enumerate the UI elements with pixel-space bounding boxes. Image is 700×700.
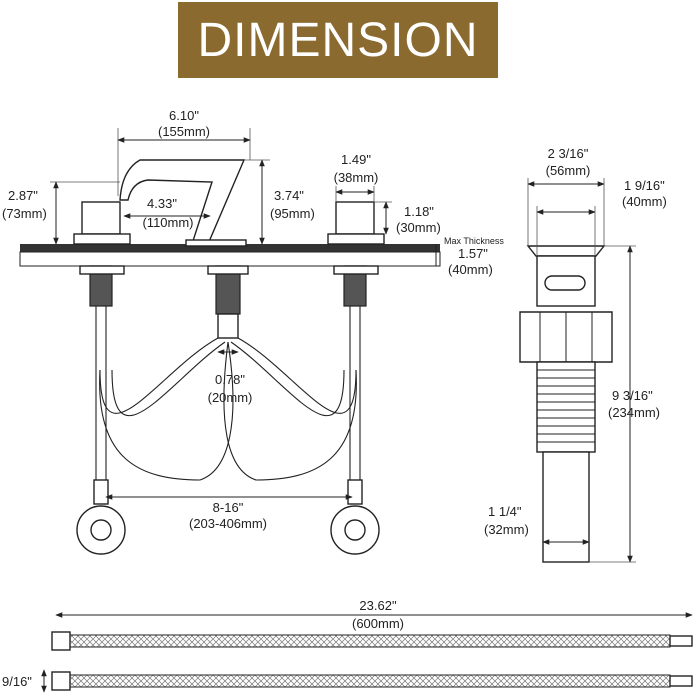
hose-1-nut	[51, 631, 71, 651]
handle-width-mm: (38mm)	[334, 170, 379, 185]
hose-2-end	[669, 675, 693, 687]
countertop-underside	[19, 251, 441, 267]
faucet-assembly: 6.10" (155mm) 2.87" (73mm) 4.33" (110mm)…	[2, 108, 504, 555]
hose-section: 23.62" (600mm) 9/16"	[2, 598, 693, 693]
spout	[119, 159, 246, 245]
drain-cap	[526, 245, 606, 257]
left-v-hose-inner	[111, 341, 226, 417]
right-handle	[335, 201, 375, 235]
title-banner: DIMENSION	[178, 2, 498, 78]
tee-fitting	[217, 313, 239, 339]
max-thickness-mm: (40mm)	[448, 262, 493, 277]
left-valve-hole	[90, 519, 112, 541]
hose-1-braid	[69, 634, 671, 648]
drain-length-mm: (234mm)	[608, 405, 660, 420]
threaded-section	[536, 361, 596, 453]
right-valve-stem	[347, 479, 363, 505]
right-handle-base	[327, 233, 385, 245]
hose-nut-in: 9/16"	[2, 674, 32, 689]
spout-width-in: 6.10"	[169, 108, 199, 123]
spout-reach-mm: (110mm)	[142, 215, 193, 230]
spout-base	[185, 239, 247, 247]
spout-total-height-mm: (95mm)	[270, 206, 315, 221]
hose-2-braid	[69, 674, 671, 688]
spread-mm: (203-406mm)	[189, 516, 267, 531]
body-width-in: 1 9/16"	[624, 178, 665, 193]
hose-1-end	[669, 635, 693, 647]
right-valve-hole	[344, 519, 366, 541]
left-handle-base	[73, 233, 131, 245]
handle-height-mm: (30mm)	[396, 220, 441, 235]
body-width-mm: (40mm)	[622, 194, 667, 209]
tail-width-mm: (32mm)	[484, 522, 529, 537]
handle-width-in: 1.49"	[341, 152, 371, 167]
spout-reach-in: 4.33"	[147, 196, 177, 211]
hose-length-in: 23.62"	[359, 598, 397, 613]
drain-assembly: 2 3/16" (56mm) 1 9/16" (40mm) 9 3/16" (2…	[484, 146, 667, 563]
right-loop	[223, 341, 357, 481]
tee-gap-in: 0.78"	[215, 372, 245, 387]
left-handle	[81, 201, 121, 235]
right-v-hose-outer	[237, 337, 357, 414]
tee-gap-mm: (20mm)	[208, 390, 253, 405]
left-loop	[99, 341, 234, 481]
tailpiece	[542, 451, 590, 563]
tail-width-in: 1 1/4"	[488, 504, 522, 519]
cap-width-mm: (56mm)	[546, 163, 591, 178]
drain-length-in: 9 3/16"	[612, 388, 653, 403]
spout-height-in: 2.87"	[8, 188, 38, 203]
left-nut	[79, 265, 125, 275]
left-v-hose-outer	[99, 337, 219, 414]
hose-length-mm: (600mm)	[352, 616, 404, 631]
overflow-slot	[544, 275, 586, 291]
cap-width-in: 2 3/16"	[548, 146, 589, 161]
hose-2-nut	[51, 671, 71, 691]
spout-width-mm: (155mm)	[158, 124, 210, 139]
max-thickness-label: Max Thickness	[444, 236, 504, 246]
spout-total-height-in: 3.74"	[274, 188, 304, 203]
countertop	[20, 244, 440, 252]
center-nut	[207, 265, 249, 275]
spread-in: 8-16"	[213, 500, 244, 515]
handle-height-in: 1.18"	[404, 204, 434, 219]
max-thickness-in: 1.57"	[458, 246, 488, 261]
banner-title: DIMENSION	[197, 13, 479, 67]
right-nut	[333, 265, 379, 275]
left-valve-stem	[93, 479, 109, 505]
spout-height-mm: (73mm)	[2, 206, 47, 221]
right-v-hose-inner	[230, 341, 345, 417]
